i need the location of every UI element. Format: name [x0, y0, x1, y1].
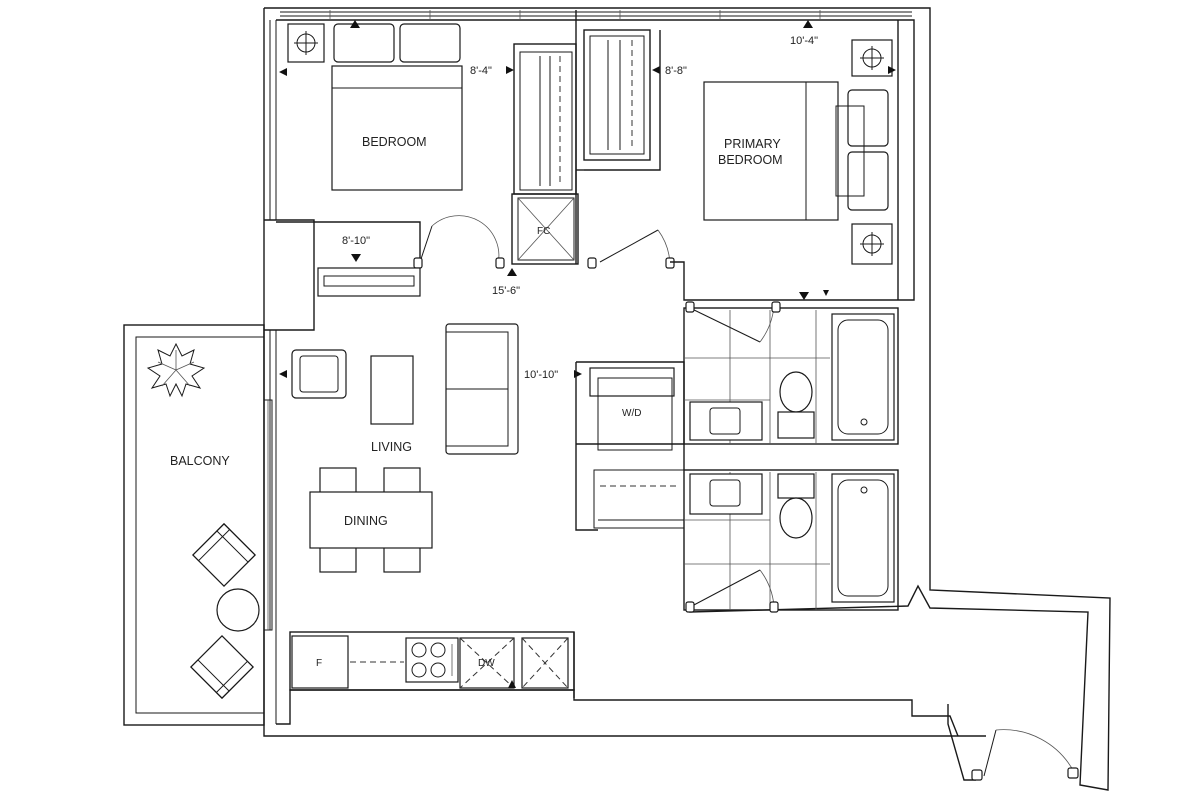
bathtub-icon — [831, 313, 895, 441]
primary-closet — [583, 29, 651, 161]
kitchen: F DW — [289, 631, 575, 691]
lounge-chair-icon — [190, 635, 254, 699]
laundry: W/D — [575, 361, 685, 531]
living-width-dim: 10'-10" — [524, 369, 558, 381]
bed-icon — [703, 81, 839, 221]
tv-console-icon — [317, 267, 421, 297]
bathroom-2 — [683, 469, 899, 613]
bathroom-1 — [683, 301, 899, 445]
primary-bedroom-label-2: BEDROOM — [718, 153, 783, 167]
fc-label: FC — [537, 226, 550, 237]
wd-label: W/D — [622, 408, 641, 419]
primary-bedroom-label-1: PRIMARY — [724, 137, 781, 151]
primary-closet-dim: 8'-8" — [665, 65, 687, 77]
coffee-table-icon — [370, 355, 414, 425]
living-dining: 10'-10" LIVING DINING — [279, 267, 582, 573]
lounge-chair-icon — [192, 523, 256, 587]
primary-width-dim: 10'-4" — [790, 35, 818, 47]
bed-icon — [331, 65, 463, 191]
living-label: LIVING — [371, 440, 412, 454]
sink-icon — [689, 401, 763, 441]
fc-closet: FC 15'-6" — [492, 193, 579, 297]
cooktop-icon — [405, 637, 459, 683]
armchair-icon — [291, 349, 347, 399]
hall-dim: 15'-6" — [492, 285, 520, 297]
sink-icon — [689, 473, 763, 515]
bedroom-depth-dim: 8'-10" — [342, 235, 370, 247]
dishwasher-label: DW — [478, 658, 495, 669]
entry-door — [971, 729, 1079, 781]
fridge-icon — [291, 635, 349, 689]
primary-bedroom: 8'-8" PRIMARY BEDROOM 10'-4" — [575, 10, 898, 301]
dining-table-icon — [309, 467, 433, 573]
sofa-icon — [445, 323, 519, 455]
plant-icon — [146, 342, 206, 398]
toilet-icon — [777, 473, 815, 539]
balcony: BALCONY — [123, 324, 273, 726]
bedroom-closet — [513, 43, 577, 195]
fridge-label: F — [316, 658, 322, 669]
bedroom: BEDROOM 8'-4" 8'-10" — [276, 20, 577, 269]
toilet-icon — [777, 371, 815, 439]
table-icon — [216, 588, 260, 632]
bedroom-width-dim: 8'-4" — [470, 65, 492, 77]
balcony-label: BALCONY — [170, 454, 230, 468]
bedroom-label: BEDROOM — [362, 135, 427, 149]
bathtub-icon — [831, 473, 895, 603]
dining-label: DINING — [344, 514, 388, 528]
